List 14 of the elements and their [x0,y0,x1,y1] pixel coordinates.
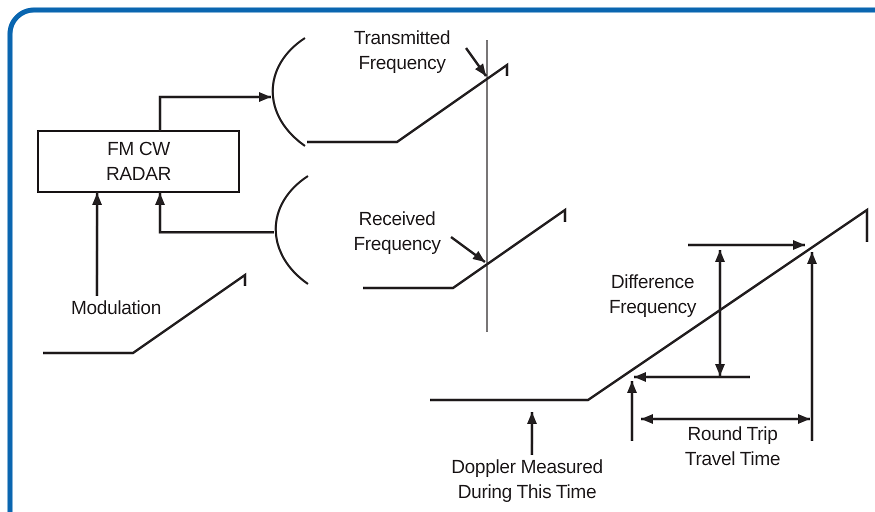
annotation-text: Doppler Measured During This Time [450,456,604,505]
signal-arrow [92,193,102,296]
signal-arrow [158,92,271,130]
annotation-text: Difference Frequency [608,271,698,320]
annotation-text: Round Trip Travel Time [684,423,782,472]
leader-arrow [526,412,537,455]
leader-arrow [464,47,488,77]
signal-arrow [155,193,274,234]
block-label: FM CW RADAR [104,138,172,186]
annotation-text: Transmitted Frequency [352,27,452,76]
annotation-text: Modulation [70,297,162,321]
radar-block [37,130,240,193]
annotation-text: Received Frequency [352,208,442,257]
leader-arrow [450,236,486,263]
